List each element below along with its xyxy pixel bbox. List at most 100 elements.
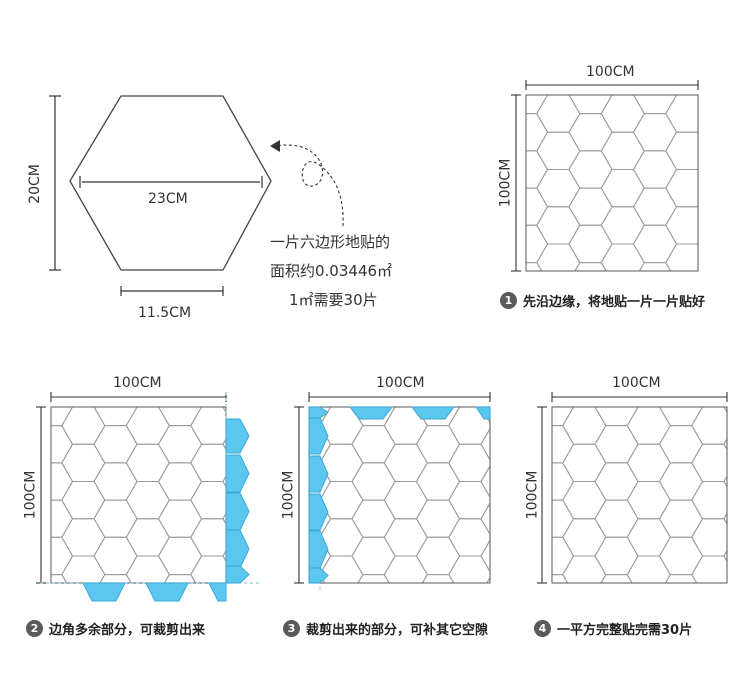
hex-tiling-3: [255, 351, 556, 593]
tile-hexagon: [531, 351, 574, 388]
tile-hexagon: [93, 425, 138, 464]
tile-hexagon: [600, 243, 645, 271]
tile-hexagon: [157, 499, 203, 538]
tile-hexagon: [666, 318, 709, 355]
tile-hexagon: [562, 481, 607, 520]
note-arrow-curve: [275, 144, 344, 227]
tile-hexagon: [481, 351, 524, 388]
tile-hexagon: [698, 39, 741, 76]
tile-hexagon: [421, 574, 455, 583]
tile-hexagon: [157, 425, 203, 464]
panel-frame-3: [308, 406, 491, 584]
tile-hexagon: [93, 462, 138, 501]
tile-hexagon: [448, 518, 490, 557]
tile-hexagon: [730, 58, 750, 95]
tile-hexagon: [723, 512, 727, 525]
tile-hexagon: [658, 536, 704, 576]
hex-height-label: 20CM: [26, 164, 43, 204]
tile-hexagon: [562, 443, 607, 482]
tile-hexagon: [601, 318, 644, 355]
tile-hexagon: [157, 536, 203, 576]
tile-hexagon: [472, 207, 515, 244]
tile-hexagon: [0, 370, 40, 407]
tile-hexagon: [600, 169, 645, 208]
panel-2-bottom-piece: [145, 582, 189, 602]
hex-tiling-1: [472, 39, 750, 355]
tile-hexagon: [536, 95, 581, 133]
panel-3-fill-piece: [308, 530, 329, 569]
tile-hexagon: [415, 499, 461, 538]
panel-3-top-piece: [349, 406, 393, 420]
tile-hexagon: [0, 519, 40, 556]
tile-hexagon: [568, 224, 613, 264]
tile-hexagon: [724, 575, 750, 612]
tile-hexagon: [93, 536, 138, 576]
tile-hexagon: [498, 556, 541, 593]
tile-hexagon: [255, 407, 298, 444]
tile-hexagon: [594, 425, 639, 464]
tile-hexagon: [513, 407, 556, 444]
tile-hexagon: [255, 370, 298, 407]
tile-hexagon: [415, 462, 461, 501]
tile-hexagon: [480, 539, 490, 573]
tile-hexagon: [255, 519, 298, 556]
tile-hexagon: [600, 574, 633, 583]
tile-hexagon: [632, 150, 678, 189]
tile-hexagon: [568, 150, 613, 189]
tile-hexagon: [730, 170, 750, 207]
tile-hexagon: [658, 425, 704, 464]
tile-hexagon: [0, 556, 40, 593]
tile-hexagon: [658, 462, 704, 501]
panel-2-caption: 2 边角多余部分，可裁剪出来: [26, 619, 205, 638]
tile-hexagon: [697, 168, 698, 171]
tile-hexagon: [632, 187, 678, 226]
tile-hexagon: [513, 556, 556, 593]
tile-hexagon: [480, 502, 490, 536]
tile-hexagon: [536, 131, 581, 170]
tile-hexagon: [691, 555, 727, 583]
note-line-1: 一片六边形地贴的: [270, 233, 391, 251]
tile-hexagon: [536, 206, 581, 245]
panel-3-caption-text: 裁剪出来的部分，可补其它空隙: [306, 623, 489, 638]
tile-hexagon: [691, 481, 727, 520]
tile-hexagon: [665, 206, 698, 245]
tile-hexagon: [448, 443, 490, 482]
tile-hexagon: [200, 407, 224, 408]
panel-3-top-piece: [411, 406, 455, 420]
panel-2-overhang-piece: [225, 454, 250, 493]
tile-hexagon: [255, 556, 298, 593]
tile-hexagon: [351, 425, 396, 464]
tile-hexagon: [594, 499, 639, 538]
panel-2-bottom-piece: [208, 582, 227, 602]
tile-hexagon: [730, 318, 750, 355]
tile-hexagon: [665, 95, 698, 133]
tile-hexagon: [448, 555, 490, 583]
tile-hexagon: [723, 549, 727, 563]
tile-hexagon: [600, 131, 645, 170]
tile-hexagon: [626, 555, 671, 583]
step-1-badge: 1: [500, 292, 517, 309]
tile-hexagon: [30, 351, 73, 388]
panel-3-fill-piece: [308, 455, 329, 493]
panel-1-caption: 1 先沿边缘，将地贴一片一片贴好: [500, 291, 705, 310]
tile-hexagon: [594, 536, 639, 576]
hex-width-label: 23CM: [148, 191, 188, 207]
tile-hexagon: [675, 95, 698, 96]
tile-hexagon: [351, 536, 396, 576]
hex-side-label: 11.5CM: [138, 305, 192, 321]
tile-hexagon: [480, 427, 490, 461]
tile-hexagon: [730, 95, 750, 132]
tile-hexagon: [562, 407, 607, 445]
tile-hexagon: [255, 370, 298, 407]
panel-2-side-label: 100CM: [22, 470, 39, 520]
note-line-2: 面积约0.03446㎡: [270, 262, 393, 280]
tile-hexagon: [223, 351, 266, 388]
panel-3-caption: 3 裁剪出来的部分，可补其它空隙: [283, 619, 488, 638]
tile-hexagon: [458, 407, 482, 408]
tile-hexagon: [415, 536, 461, 576]
tile-hexagon: [594, 462, 639, 501]
tile-hexagon: [562, 518, 607, 557]
tile-hexagon: [472, 318, 515, 355]
panel-3-side-label: 100CM: [280, 470, 297, 520]
tile-hexagon: [730, 207, 750, 244]
